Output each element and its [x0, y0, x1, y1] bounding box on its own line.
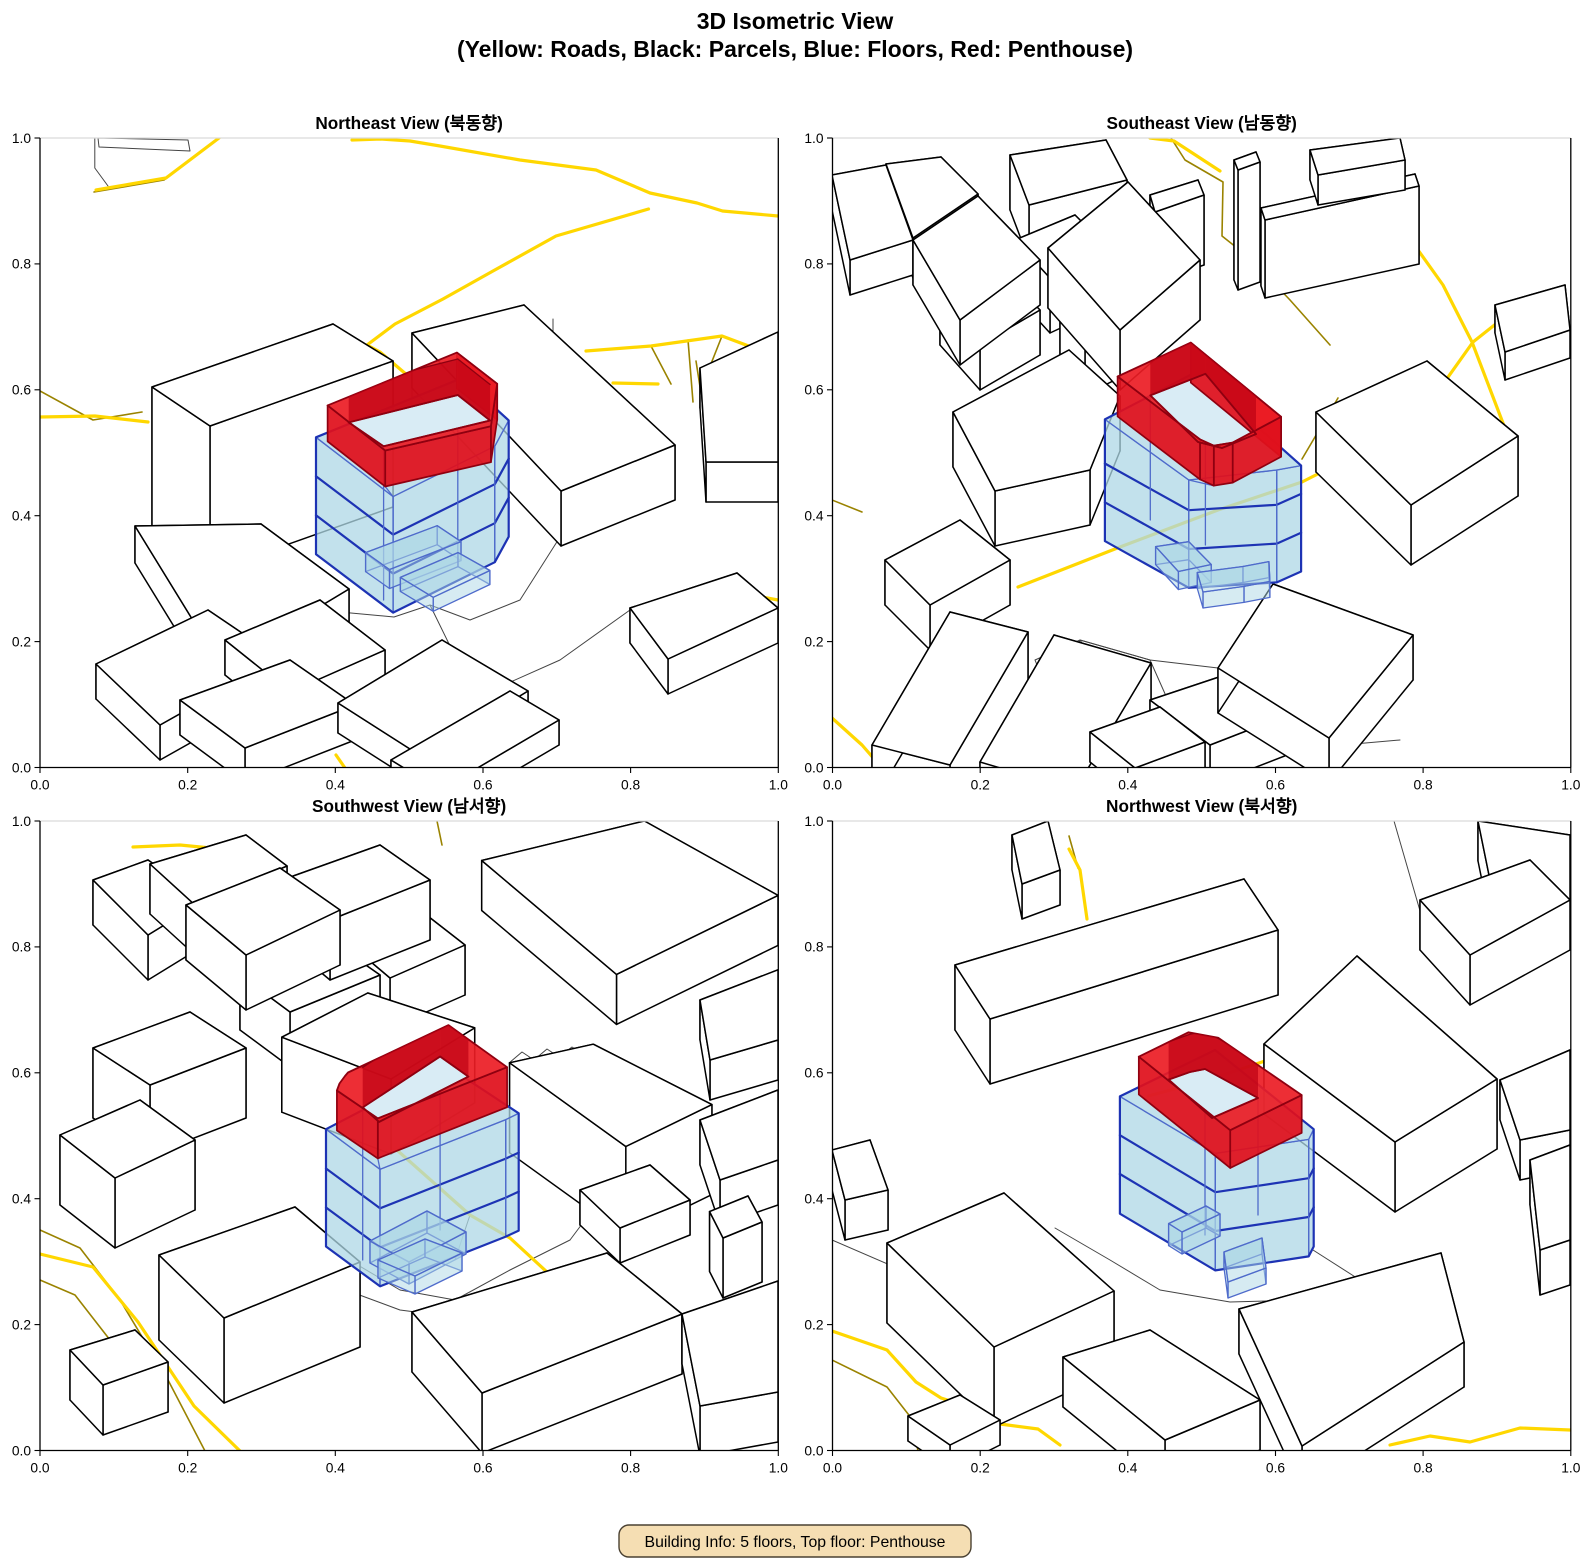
svg-text:0.2: 0.2	[971, 1461, 990, 1476]
svg-text:0.2: 0.2	[12, 634, 31, 649]
svg-text:0.0: 0.0	[804, 1443, 824, 1458]
svg-text:(Yellow: Roads, Black: Parcels: (Yellow: Roads, Black: Parcels, Blue: Fl…	[457, 36, 1133, 62]
svg-text:0.8: 0.8	[1414, 778, 1434, 793]
svg-text:0.2: 0.2	[804, 634, 823, 649]
svg-text:0.2: 0.2	[178, 778, 197, 793]
svg-text:0.2: 0.2	[804, 1317, 823, 1332]
svg-text:0.6: 0.6	[473, 778, 493, 793]
svg-text:1.0: 1.0	[12, 814, 32, 829]
svg-text:0.0: 0.0	[30, 1461, 50, 1476]
svg-text:Southeast View (남동향): Southeast View (남동향)	[1107, 113, 1297, 133]
svg-text:0.4: 0.4	[12, 509, 32, 524]
svg-text:0.6: 0.6	[804, 383, 824, 398]
svg-text:1.0: 1.0	[804, 131, 824, 146]
svg-text:0.2: 0.2	[971, 778, 990, 793]
svg-text:0.6: 0.6	[12, 1066, 32, 1081]
svg-text:0.2: 0.2	[12, 1317, 31, 1332]
svg-text:0.8: 0.8	[621, 778, 641, 793]
svg-text:1.0: 1.0	[769, 778, 789, 793]
svg-text:0.0: 0.0	[804, 760, 824, 775]
svg-text:0.4: 0.4	[326, 778, 346, 793]
svg-text:0.6: 0.6	[12, 383, 32, 398]
svg-text:0.8: 0.8	[12, 940, 32, 955]
svg-text:0.0: 0.0	[30, 778, 50, 793]
svg-text:0.4: 0.4	[1118, 778, 1138, 793]
svg-text:0.6: 0.6	[1266, 1461, 1286, 1476]
svg-text:0.6: 0.6	[473, 1461, 493, 1476]
svg-text:0.0: 0.0	[12, 1443, 32, 1458]
svg-text:Northwest View (북서향): Northwest View (북서향)	[1106, 796, 1297, 816]
svg-text:0.6: 0.6	[1266, 778, 1286, 793]
svg-text:0.0: 0.0	[823, 1461, 843, 1476]
svg-text:0.4: 0.4	[1118, 1461, 1138, 1476]
svg-text:1.0: 1.0	[1561, 778, 1581, 793]
svg-text:Building Info: 5 floors, Top f: Building Info: 5 floors, Top floor: Pent…	[645, 1534, 946, 1551]
svg-text:1.0: 1.0	[769, 1461, 789, 1476]
svg-text:0.8: 0.8	[804, 257, 824, 272]
svg-text:1.0: 1.0	[1561, 1461, 1581, 1476]
svg-text:0.4: 0.4	[804, 1192, 824, 1207]
svg-text:0.0: 0.0	[12, 760, 32, 775]
svg-text:0.2: 0.2	[178, 1461, 197, 1476]
svg-text:0.8: 0.8	[12, 257, 32, 272]
svg-text:Southwest View (남서향): Southwest View (남서향)	[312, 796, 506, 816]
svg-text:0.6: 0.6	[804, 1066, 824, 1081]
svg-text:Northeast View (북동향): Northeast View (북동향)	[315, 113, 503, 133]
svg-text:0.4: 0.4	[326, 1461, 346, 1476]
svg-text:0.4: 0.4	[12, 1192, 32, 1207]
svg-text:1.0: 1.0	[12, 131, 32, 146]
svg-text:0.8: 0.8	[1414, 1461, 1434, 1476]
svg-text:0.8: 0.8	[621, 1461, 641, 1476]
svg-text:0.4: 0.4	[804, 509, 824, 524]
svg-text:0.0: 0.0	[823, 778, 843, 793]
svg-text:1.0: 1.0	[804, 814, 824, 829]
svg-text:3D Isometric View: 3D Isometric View	[697, 8, 894, 34]
svg-text:0.8: 0.8	[804, 940, 824, 955]
